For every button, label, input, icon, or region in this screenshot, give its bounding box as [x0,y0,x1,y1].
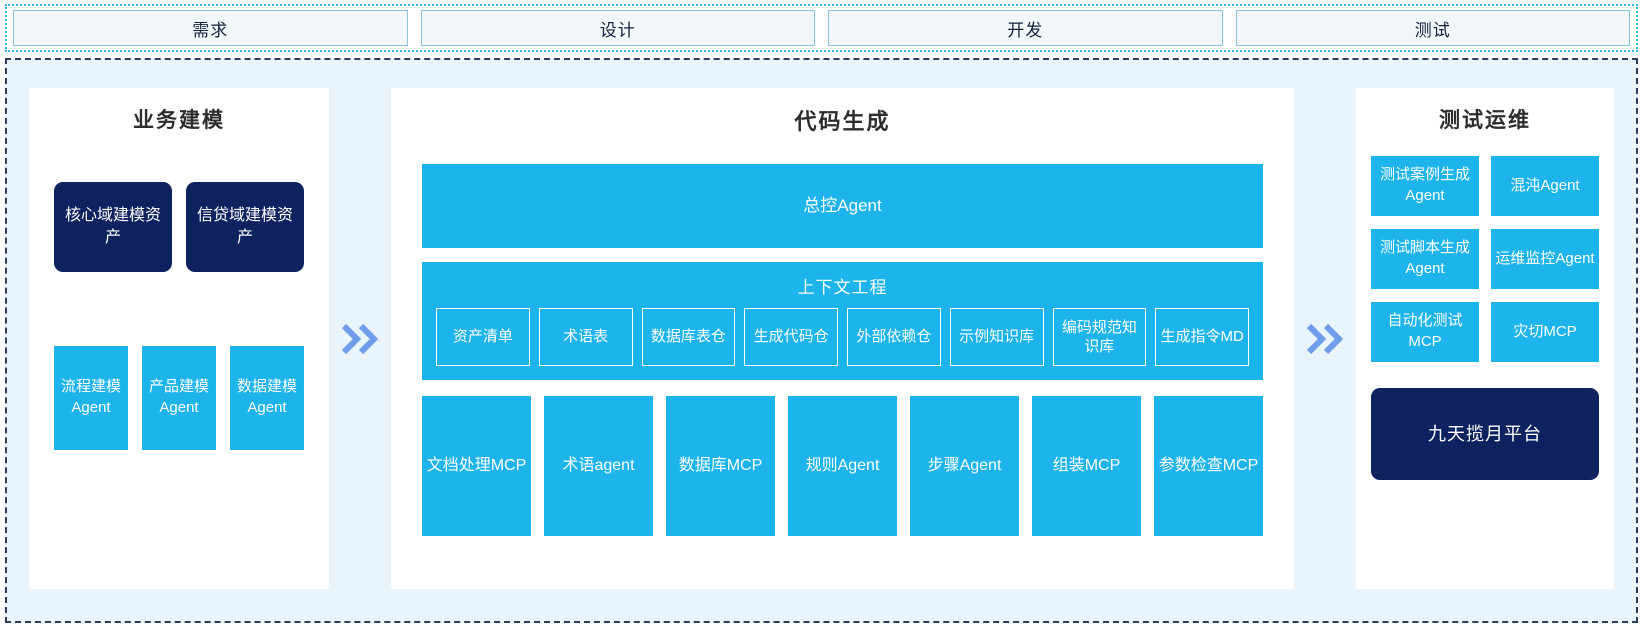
business-agent-group: 流程建模Agent 产品建模Agent 数据建模Agent [54,346,304,450]
context-item-generation-instruction-md[interactable]: 生成指令MD [1155,308,1249,366]
context-item-example-knowledge-base[interactable]: 示例知识库 [949,308,1044,366]
panel-test-operations: 测试运维 测试案例生成Agent 混沌Agent 测试脚本生成Agent 运维监… [1356,88,1614,589]
phase-tab-testing[interactable]: 测试 [1235,10,1630,46]
context-item-coding-standard-knowledge-base[interactable]: 编码规范知识库 [1052,308,1147,366]
chaos-agent[interactable]: 混沌Agent [1491,156,1599,216]
tool-rule-agent[interactable]: 规则Agent [788,396,897,536]
tool-assembly-mcp[interactable]: 组装MCP [1032,396,1141,536]
chevron-right-icon-2 [1294,88,1356,589]
disaster-switch-mcp[interactable]: 灾切MCP [1491,302,1599,362]
context-item-glossary[interactable]: 术语表 [538,308,633,366]
test-case-generation-agent[interactable]: 测试案例生成Agent [1371,156,1479,216]
master-control-agent[interactable]: 总控Agent [422,164,1263,248]
panel-code-generation: 代码生成 总控Agent 上下文工程 资产清单 术语表 数据库表仓 生成代码仓 … [391,88,1294,589]
tool-document-processing-mcp[interactable]: 文档处理MCP [422,396,531,536]
tool-step-agent[interactable]: 步骤Agent [910,396,1019,536]
panel-title-code-generation: 代码生成 [794,109,891,134]
context-item-db-table-repo[interactable]: 数据库表仓 [641,308,736,366]
automated-test-mcp[interactable]: 自动化测试MCP [1371,302,1479,362]
test-script-generation-agent[interactable]: 测试脚本生成Agent [1371,229,1479,289]
test-ops-grid: 测试案例生成Agent 混沌Agent 测试脚本生成Agent 运维监控Agen… [1371,156,1599,362]
code-generation-content: 总控Agent 上下文工程 资产清单 术语表 数据库表仓 生成代码仓 外部依赖仓… [403,136,1282,536]
phase-tab-requirements[interactable]: 需求 [13,10,408,46]
agent-process-modeling[interactable]: 流程建模Agent [54,346,128,450]
phase-strip: 需求 设计 开发 测试 [5,4,1638,52]
ops-monitoring-agent[interactable]: 运维监控Agent [1491,229,1599,289]
agent-data-modeling[interactable]: 数据建模Agent [230,346,304,450]
panel-title-business-modeling: 业务建模 [133,109,225,132]
context-item-asset-inventory[interactable]: 资产清单 [436,308,530,366]
phase-tab-development[interactable]: 开发 [828,10,1223,46]
panel-title-test-operations: 测试运维 [1439,109,1531,132]
architecture-body: 业务建模 核心域建模资产 信贷域建模资产 流程建模Agent 产品建模Agent… [5,58,1638,623]
business-asset-group: 核心域建模资产 信贷域建模资产 [54,182,304,272]
agent-product-modeling[interactable]: 产品建模Agent [142,346,216,450]
context-item-external-dependency-repo[interactable]: 外部依赖仓 [847,308,941,366]
context-engineering-title: 上下文工程 [797,278,888,297]
tool-terminology-agent[interactable]: 术语agent [544,396,653,536]
chevron-right-icon-1 [329,88,391,589]
tool-row: 文档处理MCP 术语agent 数据库MCP 规则Agent 步骤Agent 组… [422,396,1263,536]
asset-credit-domain[interactable]: 信贷域建模资产 [186,182,304,272]
jiutian-lanyue-platform[interactable]: 九天揽月平台 [1371,388,1599,480]
tool-parameter-check-mcp[interactable]: 参数检查MCP [1154,396,1263,536]
phase-tab-design[interactable]: 设计 [420,10,815,46]
panel-business-modeling: 业务建模 核心域建模资产 信贷域建模资产 流程建模Agent 产品建模Agent… [29,88,329,589]
tool-database-mcp[interactable]: 数据库MCP [666,396,775,536]
context-item-list: 资产清单 术语表 数据库表仓 生成代码仓 外部依赖仓 示例知识库 编码规范知识库… [436,308,1249,366]
asset-core-domain[interactable]: 核心域建模资产 [54,182,172,272]
context-engineering-block: 上下文工程 资产清单 术语表 数据库表仓 生成代码仓 外部依赖仓 示例知识库 编… [422,262,1263,380]
context-item-generated-code-repo[interactable]: 生成代码仓 [744,308,838,366]
